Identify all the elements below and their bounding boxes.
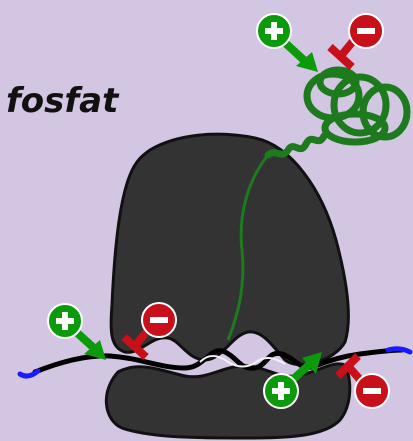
fosfat-label: fosfat xyxy=(6,81,120,121)
ribosome-small-subunit xyxy=(106,364,349,438)
